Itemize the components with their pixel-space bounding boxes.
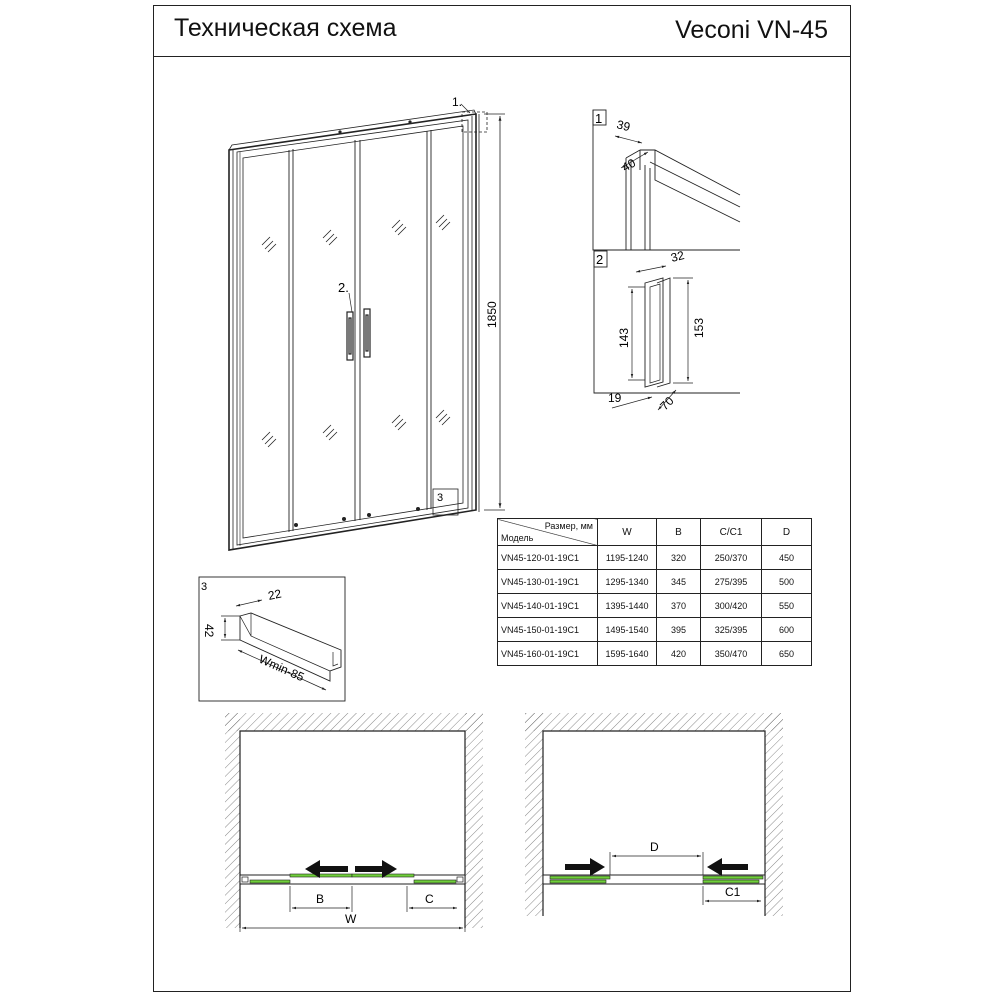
- door-front-view: [228, 109, 505, 551]
- door-handles: [346, 308, 371, 361]
- detail-1: [592, 109, 741, 251]
- row-w: 1395-1440: [597, 593, 657, 618]
- detail-2-dim-153: 153: [692, 318, 706, 338]
- wall-hatch-left: [225, 713, 483, 731]
- row-model: VN45-120-01-19C1: [497, 545, 598, 570]
- callout-label-3: 3: [437, 492, 443, 504]
- plan-dim-c: C: [425, 892, 434, 906]
- detail-1-dim-40: 40: [620, 156, 639, 175]
- detail-3: [198, 576, 346, 702]
- sheet-title: Техническая схема: [174, 14, 397, 42]
- row-d: 650: [761, 641, 812, 666]
- row-c: 300/420: [700, 593, 762, 618]
- callout-label-1: 1.: [452, 95, 462, 109]
- plan-dim-w: W: [345, 912, 357, 926]
- detail-1-tag: [592, 109, 607, 126]
- detail-2: [593, 250, 740, 411]
- dimension-table: Размер, мм Модель W B C/C1 D VN45-120-01…: [497, 518, 812, 666]
- table-row: VN45-160-01-19C1 1595-1640 420 350/470 6…: [497, 641, 812, 666]
- glass-panel-left: [289, 873, 353, 878]
- height-dimension: [484, 113, 505, 511]
- title-block: Техническая схема Veconi VN-45: [153, 5, 851, 57]
- detail-2-dim-70: 70: [657, 394, 677, 414]
- plan-view-closed: [525, 713, 783, 916]
- row-d: 550: [761, 593, 812, 618]
- door-panels: [288, 130, 432, 532]
- row-model: VN45-160-01-19C1: [497, 641, 598, 666]
- detail-3-dim-22: 22: [267, 586, 283, 603]
- table-corner-top: Размер, мм: [544, 521, 593, 531]
- door-rollers: [294, 120, 420, 527]
- table-row: VN45-150-01-19C1 1495-1540 395 325/395 6…: [497, 617, 812, 642]
- arrow-right-icon: [355, 860, 397, 878]
- callout-box-1: [461, 111, 488, 133]
- row-w: 1295-1340: [597, 569, 657, 594]
- detail-2-tag: [593, 250, 608, 268]
- wall-hatch-right: [525, 713, 783, 731]
- closed-glass-left: [549, 875, 611, 880]
- detail-2-tag-label: 2: [596, 252, 603, 267]
- glass-glare-marks: [261, 214, 451, 448]
- detail-2-dim-19: 19: [608, 391, 622, 405]
- row-c: 350/470: [700, 641, 762, 666]
- wall-hatch-left-side: [225, 713, 240, 928]
- arrow-left-icon: [305, 860, 348, 878]
- table-header-row: Размер, мм Модель W B C/C1 D: [497, 518, 812, 546]
- height-dimension-label: 1850: [485, 301, 499, 328]
- row-w: 1495-1540: [597, 617, 657, 642]
- row-model: VN45-140-01-19C1: [497, 593, 598, 618]
- row-b: 420: [656, 641, 701, 666]
- closed-glass-right: [702, 875, 764, 880]
- table-row: VN45-140-01-19C1 1395-1440 370 300/420 5…: [497, 593, 812, 618]
- plan-view-sliding: [225, 713, 483, 932]
- row-model: VN45-130-01-19C1: [497, 569, 598, 594]
- plan-dim-c1: C1: [725, 885, 741, 899]
- wall-hatch-right-side: [465, 713, 483, 928]
- row-d: 500: [761, 569, 812, 594]
- plan-dim-d: D: [650, 840, 659, 854]
- table-header-w: W: [597, 518, 657, 546]
- row-b: 320: [656, 545, 701, 570]
- table-corner-cell: Размер, мм Модель: [497, 518, 598, 546]
- detail-1-dim-39: 39: [615, 117, 632, 134]
- row-c: 275/395: [700, 569, 762, 594]
- row-b: 395: [656, 617, 701, 642]
- table-corner-bottom: Модель: [501, 533, 534, 543]
- arrow-in-left-icon: [565, 858, 605, 876]
- table-row: VN45-120-01-19C1 1195-1240 320 250/370 4…: [497, 545, 812, 570]
- arrow-in-right-icon: [707, 858, 748, 876]
- row-c: 325/395: [700, 617, 762, 642]
- detail-3-dim-42: 42: [202, 624, 216, 638]
- plan-dim-b: B: [316, 892, 324, 906]
- row-model: VN45-150-01-19C1: [497, 617, 598, 642]
- callout-box-3: [432, 488, 459, 516]
- row-w: 1595-1640: [597, 641, 657, 666]
- model-name: Veconi VN-45: [675, 16, 828, 44]
- table-header-b: B: [656, 518, 701, 546]
- table-row: VN45-130-01-19C1 1295-1340 345 275/395 5…: [497, 569, 812, 594]
- detail-2-dim-32: 32: [669, 248, 686, 265]
- detail-3-dim-wmin: Wmin-85: [257, 652, 307, 684]
- row-b: 345: [656, 569, 701, 594]
- table-header-d: D: [761, 518, 812, 546]
- row-w: 1195-1240: [597, 545, 657, 570]
- row-b: 370: [656, 593, 701, 618]
- table-header-c: C/C1: [700, 518, 762, 546]
- detail-3-tag-label: 3: [201, 581, 207, 593]
- door-frame: [228, 109, 480, 551]
- detail-2-dim-143: 143: [617, 328, 631, 348]
- row-c: 250/370: [700, 545, 762, 570]
- callout-label-2: 2.: [338, 280, 349, 295]
- row-d: 600: [761, 617, 812, 642]
- detail-1-tag-label: 1: [595, 111, 602, 126]
- row-d: 450: [761, 545, 812, 570]
